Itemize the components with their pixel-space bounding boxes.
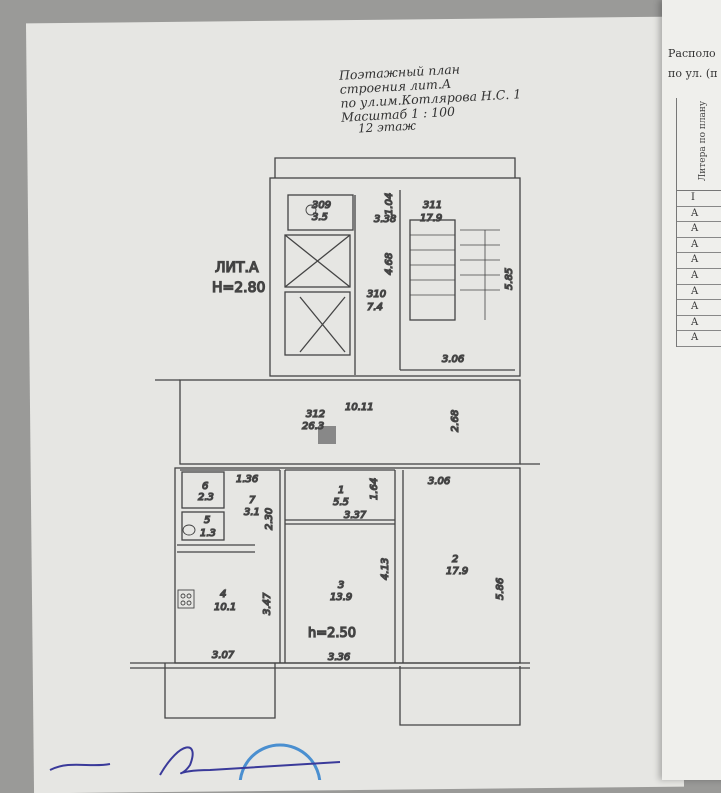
- walls: [130, 157, 540, 726]
- room-area: 10.1: [214, 602, 236, 613]
- room-area: 13.9: [330, 592, 352, 603]
- dimension-label: 3.06: [428, 476, 450, 487]
- room-area: 7.4: [367, 302, 383, 313]
- room-id: 310: [367, 289, 386, 300]
- dimension-labels: 1.04 3.38 4.68 5.85 3.06 10.11 2.68 1.36…: [211, 192, 515, 664]
- dimension-label: 1.04: [384, 193, 395, 215]
- table-row: A: [677, 285, 721, 301]
- room-area: 3.1: [244, 507, 260, 518]
- dimension-label: 3.37: [344, 510, 367, 521]
- room-id: 3: [338, 580, 344, 591]
- dimension-label: 4.13: [380, 558, 391, 580]
- room-id: 1: [338, 485, 344, 496]
- table-header: Литера по плану: [677, 98, 721, 191]
- signature: [49, 746, 341, 776]
- room-area: 2.3: [198, 492, 214, 503]
- table-row: A: [677, 331, 721, 347]
- room-area: 5.5: [333, 497, 349, 508]
- room-area: 26.3: [302, 421, 324, 432]
- building-label: ЛИТ.А: [215, 260, 259, 276]
- room-id: 6: [202, 481, 208, 492]
- dimension-label: 2.30: [264, 508, 275, 530]
- room-id: 312: [306, 409, 325, 420]
- room-area: 1.3: [200, 528, 216, 539]
- table-row: A: [677, 222, 721, 238]
- table-row: A: [677, 253, 721, 269]
- table-row: I: [677, 191, 721, 207]
- room-id: 5: [204, 515, 210, 526]
- dimension-label: 10.11: [345, 402, 374, 413]
- table-row: A: [677, 300, 721, 316]
- stamp: [238, 743, 322, 780]
- column-header: Литера по плану: [698, 100, 709, 182]
- signature-and-stamp: [49, 743, 341, 780]
- dimension-label: 3.07: [212, 650, 235, 661]
- dimension-label: 3.06: [442, 354, 464, 365]
- dimension-label: 5.86: [495, 578, 506, 600]
- room-id: 4: [220, 589, 226, 600]
- dimension-label: 3.47: [262, 592, 273, 615]
- dimension-label: 5.85: [504, 268, 515, 290]
- table-row: A: [677, 207, 721, 223]
- header-line: по ул. (п: [668, 67, 718, 80]
- fixtures: [177, 204, 317, 609]
- apartment-height: h=2.50: [308, 626, 356, 641]
- room-id: 311: [423, 200, 442, 211]
- room-id: 309: [312, 200, 331, 211]
- adjacent-page-header: Располо по ул. (п: [668, 44, 718, 84]
- dimension-label: 1.36: [236, 474, 258, 485]
- room-area: 17.9: [420, 213, 442, 224]
- room-area: 3.5: [312, 212, 328, 223]
- dimension-label: 2.68: [450, 410, 461, 432]
- room-area: 17.9: [446, 566, 468, 577]
- marker: [318, 426, 336, 444]
- dimension-label: 3.38: [374, 214, 396, 225]
- dimension-label: 1.64: [369, 478, 380, 500]
- header-line: Располо: [668, 47, 716, 60]
- dimension-label: 3.36: [328, 652, 350, 663]
- room-id: 2: [452, 554, 458, 565]
- table-row: A: [677, 238, 721, 254]
- room-id: 7: [249, 495, 256, 506]
- table-row: A: [677, 316, 721, 332]
- liter-table: Литера по плану I A A A A A A A A A: [676, 98, 721, 347]
- table-row: A: [677, 269, 721, 285]
- height-label: H=2.80: [212, 280, 265, 296]
- adjacent-page: [662, 0, 721, 780]
- dimension-label: 4.68: [384, 253, 395, 275]
